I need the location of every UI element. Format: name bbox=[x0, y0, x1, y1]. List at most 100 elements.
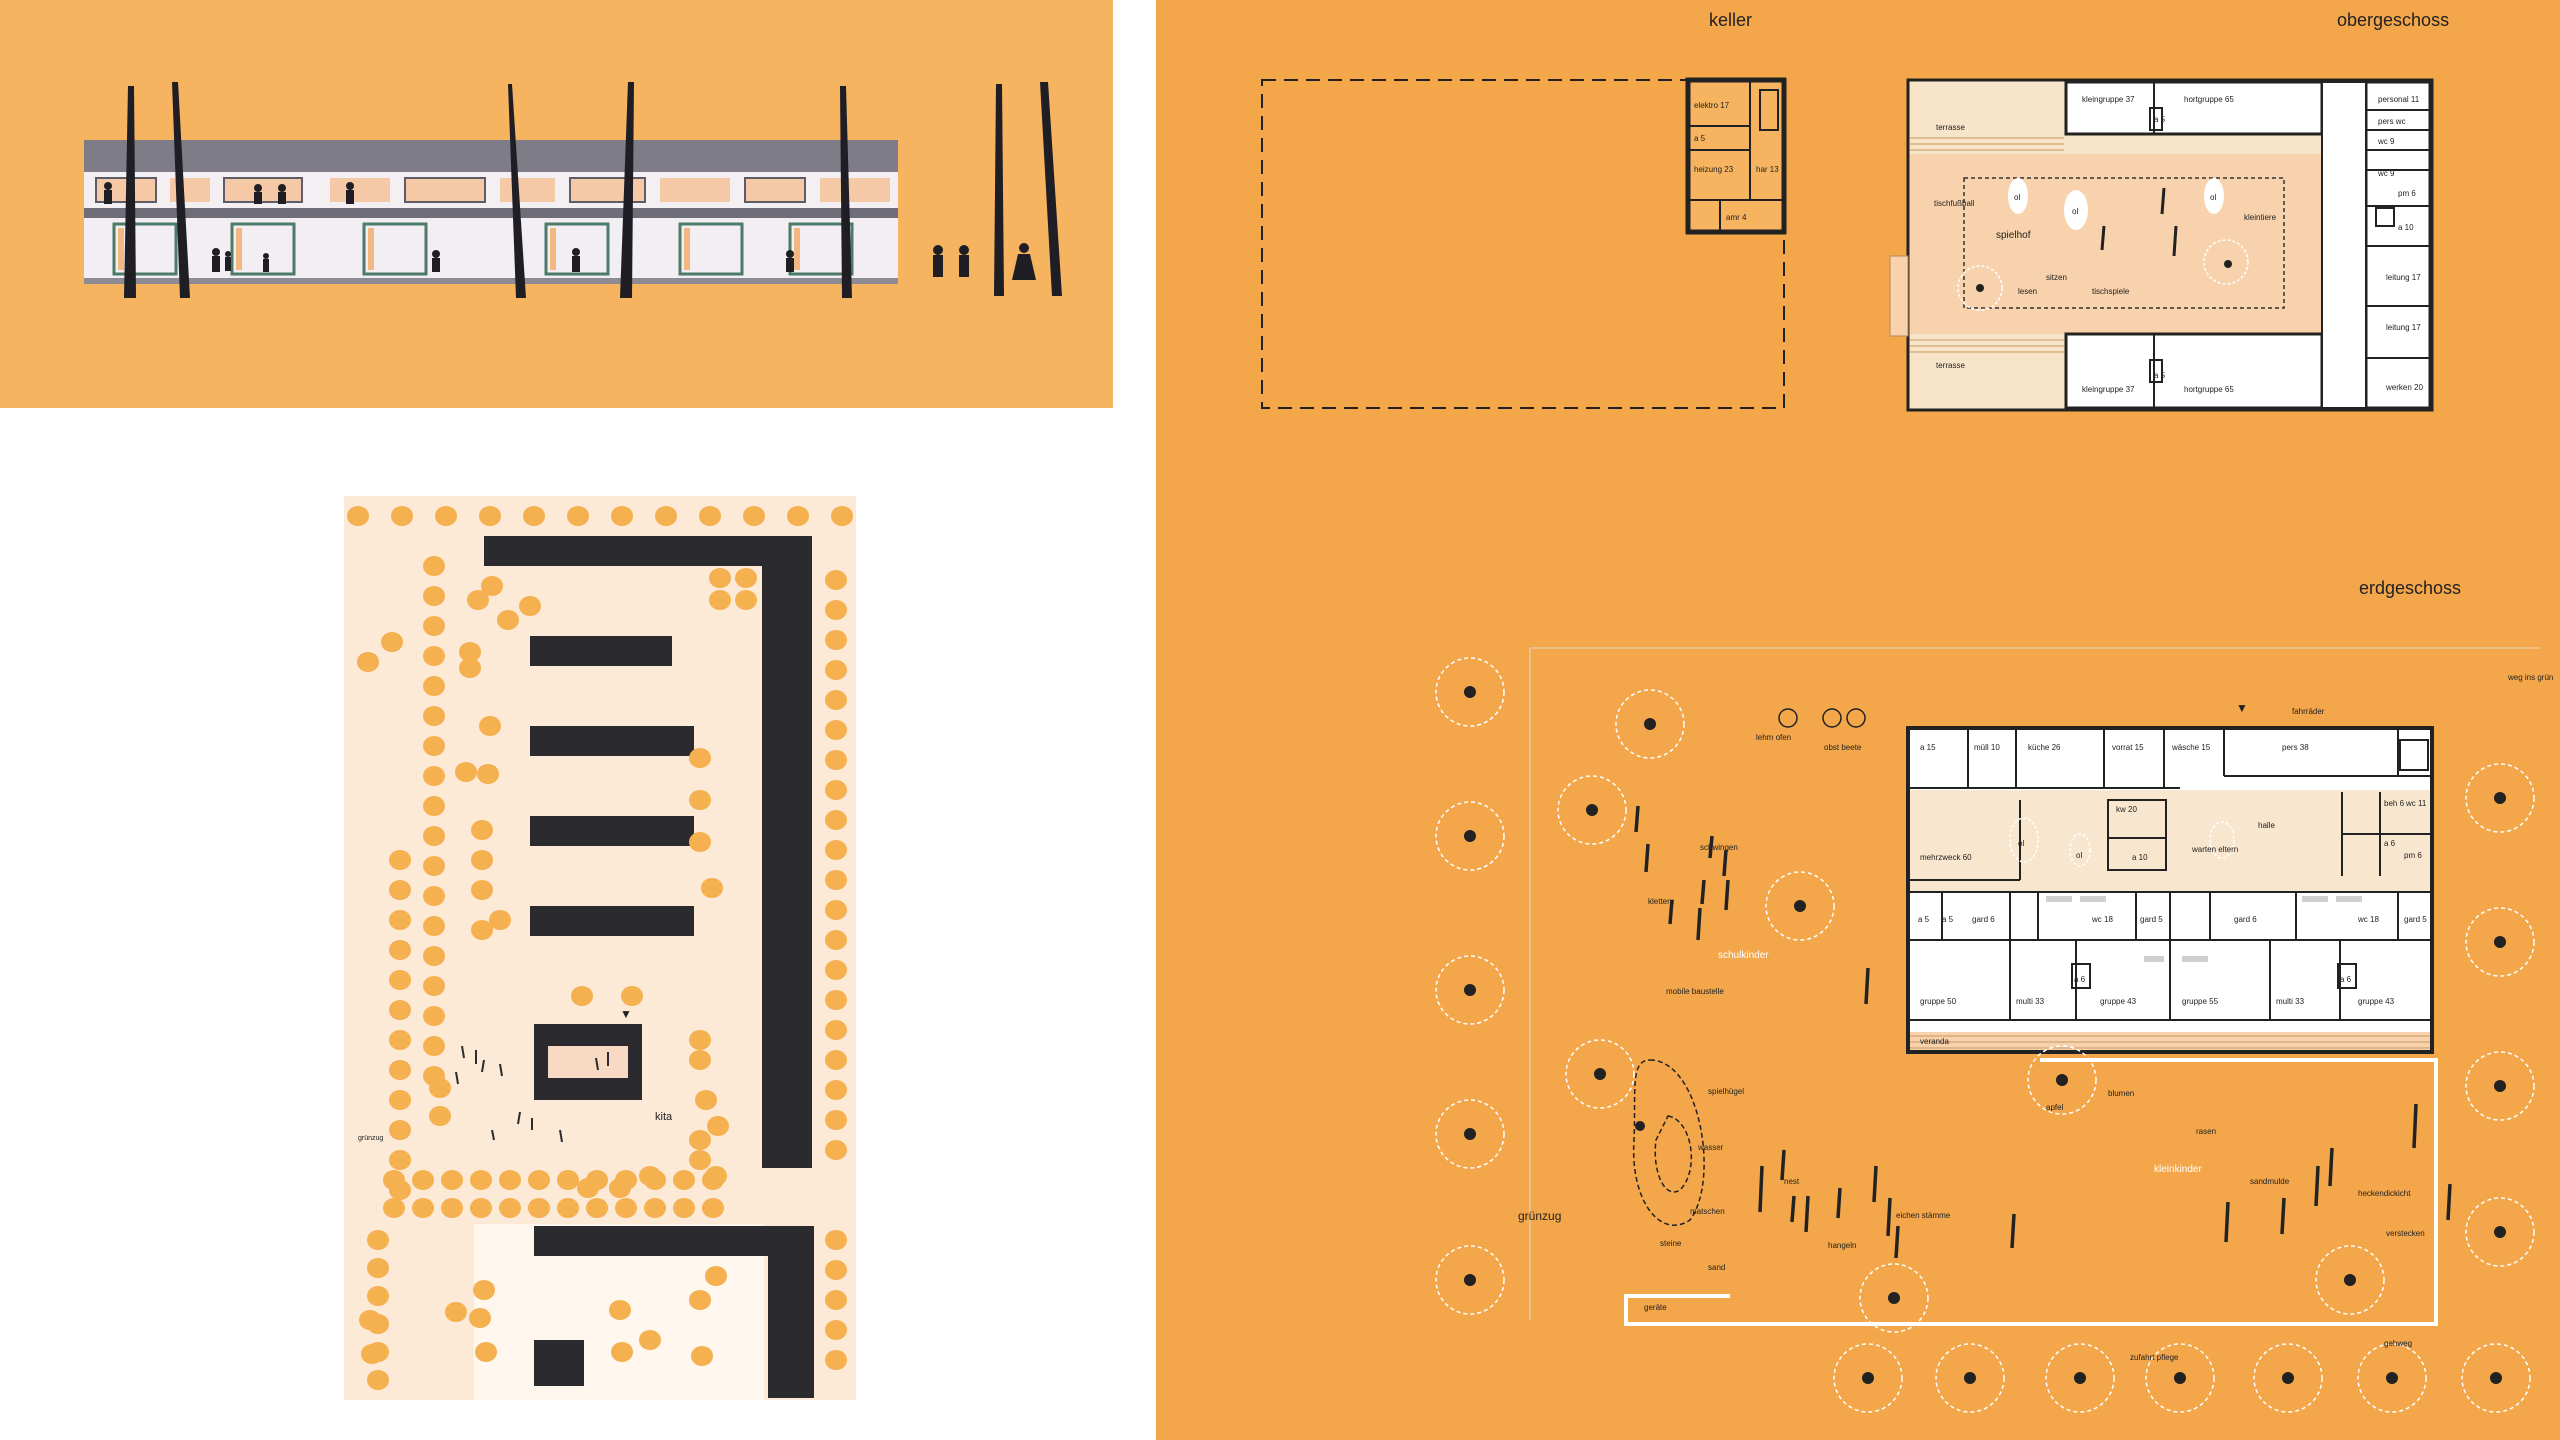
svg-text:gruppe 43: gruppe 43 bbox=[2100, 997, 2137, 1006]
tree-trunk bbox=[508, 84, 526, 298]
tree-trunk-dot bbox=[2386, 1372, 2398, 1384]
svg-text:heckendickicht: heckendickicht bbox=[2358, 1189, 2411, 1198]
north-block bbox=[484, 536, 812, 566]
svg-text:nest: nest bbox=[1784, 1177, 1800, 1186]
tree-dot bbox=[423, 1006, 445, 1026]
svg-text:spielhof: spielhof bbox=[1996, 230, 2031, 241]
svg-text:gehweg: gehweg bbox=[2384, 1339, 2412, 1348]
svg-text:sitzen: sitzen bbox=[2046, 273, 2067, 282]
tree-trunk-dot bbox=[1586, 804, 1598, 816]
tree-dot bbox=[695, 1090, 717, 1110]
svg-text:mobile baustelle: mobile baustelle bbox=[1666, 987, 1724, 996]
tree-dot bbox=[499, 1170, 521, 1190]
tree-dot bbox=[470, 1170, 492, 1190]
tree-dot bbox=[689, 1150, 711, 1170]
tree-trunk-dot bbox=[1464, 984, 1476, 996]
tree-trunk-dot bbox=[2174, 1372, 2186, 1384]
tree-canopy bbox=[1557, 775, 1627, 845]
row-house bbox=[530, 816, 694, 846]
tree-trunk-dot bbox=[1862, 1372, 1874, 1384]
tree-dot bbox=[481, 576, 503, 596]
tree-canopy bbox=[1435, 1245, 1505, 1315]
eg-labels: a 15 müll 10 küche 26 vorrat 15 wäsche 1… bbox=[1918, 743, 2427, 1046]
svg-text:wc 18: wc 18 bbox=[2357, 915, 2379, 924]
kita-courtyard bbox=[548, 1046, 628, 1078]
svg-text:geräte: geräte bbox=[1644, 1303, 1667, 1312]
tree-dot bbox=[689, 1050, 711, 1070]
site-play-marks bbox=[455, 1045, 609, 1143]
svg-text:tischspiele: tischspiele bbox=[2092, 287, 2130, 296]
svg-text:a 5: a 5 bbox=[1942, 915, 1954, 924]
tree-canopy bbox=[2465, 1051, 2535, 1121]
room-label: heizung 23 bbox=[1694, 165, 1734, 174]
row-house bbox=[530, 636, 672, 666]
svg-text:zufahrt pflege: zufahrt pflege bbox=[2130, 1353, 2179, 1362]
svg-text:steine: steine bbox=[1660, 1239, 1682, 1248]
elevation-panel bbox=[0, 0, 1113, 408]
room-label: har 13 bbox=[1756, 165, 1779, 174]
svg-text:ol: ol bbox=[2014, 193, 2020, 202]
eg-trees bbox=[1435, 657, 2535, 1413]
svg-text:grünzug: grünzug bbox=[1518, 1209, 1561, 1223]
tree-dot bbox=[423, 826, 445, 846]
tree-dot bbox=[825, 750, 847, 770]
tree-dot bbox=[423, 766, 445, 786]
svg-text:sand: sand bbox=[1708, 1263, 1725, 1272]
svg-text:kleinkinder: kleinkinder bbox=[2154, 1164, 2202, 1175]
tree-dot bbox=[825, 1260, 847, 1280]
tree-canopy bbox=[2461, 1343, 2531, 1413]
tree-trunk-dot bbox=[1464, 1128, 1476, 1140]
svg-text:matschen: matschen bbox=[1690, 1207, 1725, 1216]
tree-trunk-dot bbox=[2494, 1226, 2506, 1238]
tree-dot bbox=[707, 1116, 729, 1136]
tree-dot bbox=[470, 1198, 492, 1218]
svg-text:veranda: veranda bbox=[1920, 1037, 1949, 1046]
tree-dot bbox=[523, 506, 545, 526]
tree-dot bbox=[689, 748, 711, 768]
keller-title: keller bbox=[1709, 10, 1752, 30]
tree-dot bbox=[825, 960, 847, 980]
tree-dot bbox=[389, 1150, 411, 1170]
svg-text:kleingruppe 37: kleingruppe 37 bbox=[2082, 95, 2135, 104]
tree-dot bbox=[435, 506, 457, 526]
site-label-gruenzug: grünzug bbox=[358, 1135, 383, 1142]
tree-dot bbox=[423, 976, 445, 996]
south-block bbox=[534, 1226, 814, 1256]
tree-dot bbox=[709, 590, 731, 610]
tree-dot bbox=[831, 506, 853, 526]
tree-dot bbox=[825, 1050, 847, 1070]
tree-dot bbox=[611, 1342, 633, 1362]
svg-text:halle: halle bbox=[2258, 821, 2275, 830]
tree-dot bbox=[389, 1090, 411, 1110]
tree-dot bbox=[639, 1330, 661, 1350]
keller-plan: elektro 17 a 5 heizung 23 har 13 amr 4 bbox=[1261, 77, 1787, 409]
keller-outline bbox=[1261, 79, 1785, 409]
og-trunks bbox=[2100, 187, 2178, 257]
tree-trunk bbox=[620, 82, 634, 298]
tree-canopy bbox=[2465, 763, 2535, 833]
svg-text:ol: ol bbox=[2018, 839, 2024, 848]
tree-dot bbox=[469, 1308, 491, 1328]
tree-dot bbox=[701, 878, 723, 898]
tree-dot bbox=[735, 590, 757, 610]
tree-dot bbox=[689, 1130, 711, 1150]
tree-dot bbox=[615, 1198, 637, 1218]
tree-canopy bbox=[1435, 1099, 1505, 1169]
site-buildings bbox=[484, 536, 814, 1398]
tree-dot bbox=[825, 630, 847, 650]
og-labels: terrasse kleingruppe 37 a 5 hortgruppe 6… bbox=[1934, 95, 2423, 394]
tree-dot bbox=[825, 930, 847, 950]
svg-text:hortgruppe 65: hortgruppe 65 bbox=[2184, 385, 2234, 394]
svg-text:spielhügel: spielhügel bbox=[1708, 1087, 1744, 1096]
tree-dot bbox=[412, 1170, 434, 1190]
tree-canopy bbox=[2357, 1343, 2427, 1413]
roof-band bbox=[84, 140, 898, 172]
tree-dot bbox=[389, 940, 411, 960]
svg-text:pm 6: pm 6 bbox=[2404, 851, 2422, 860]
tree-dot bbox=[367, 1258, 389, 1278]
tree-dot bbox=[825, 1290, 847, 1310]
tree-dot bbox=[367, 1230, 389, 1250]
tree-dot bbox=[381, 632, 403, 652]
tree-dot bbox=[489, 910, 511, 930]
tree-trunk-dot bbox=[2344, 1274, 2356, 1286]
